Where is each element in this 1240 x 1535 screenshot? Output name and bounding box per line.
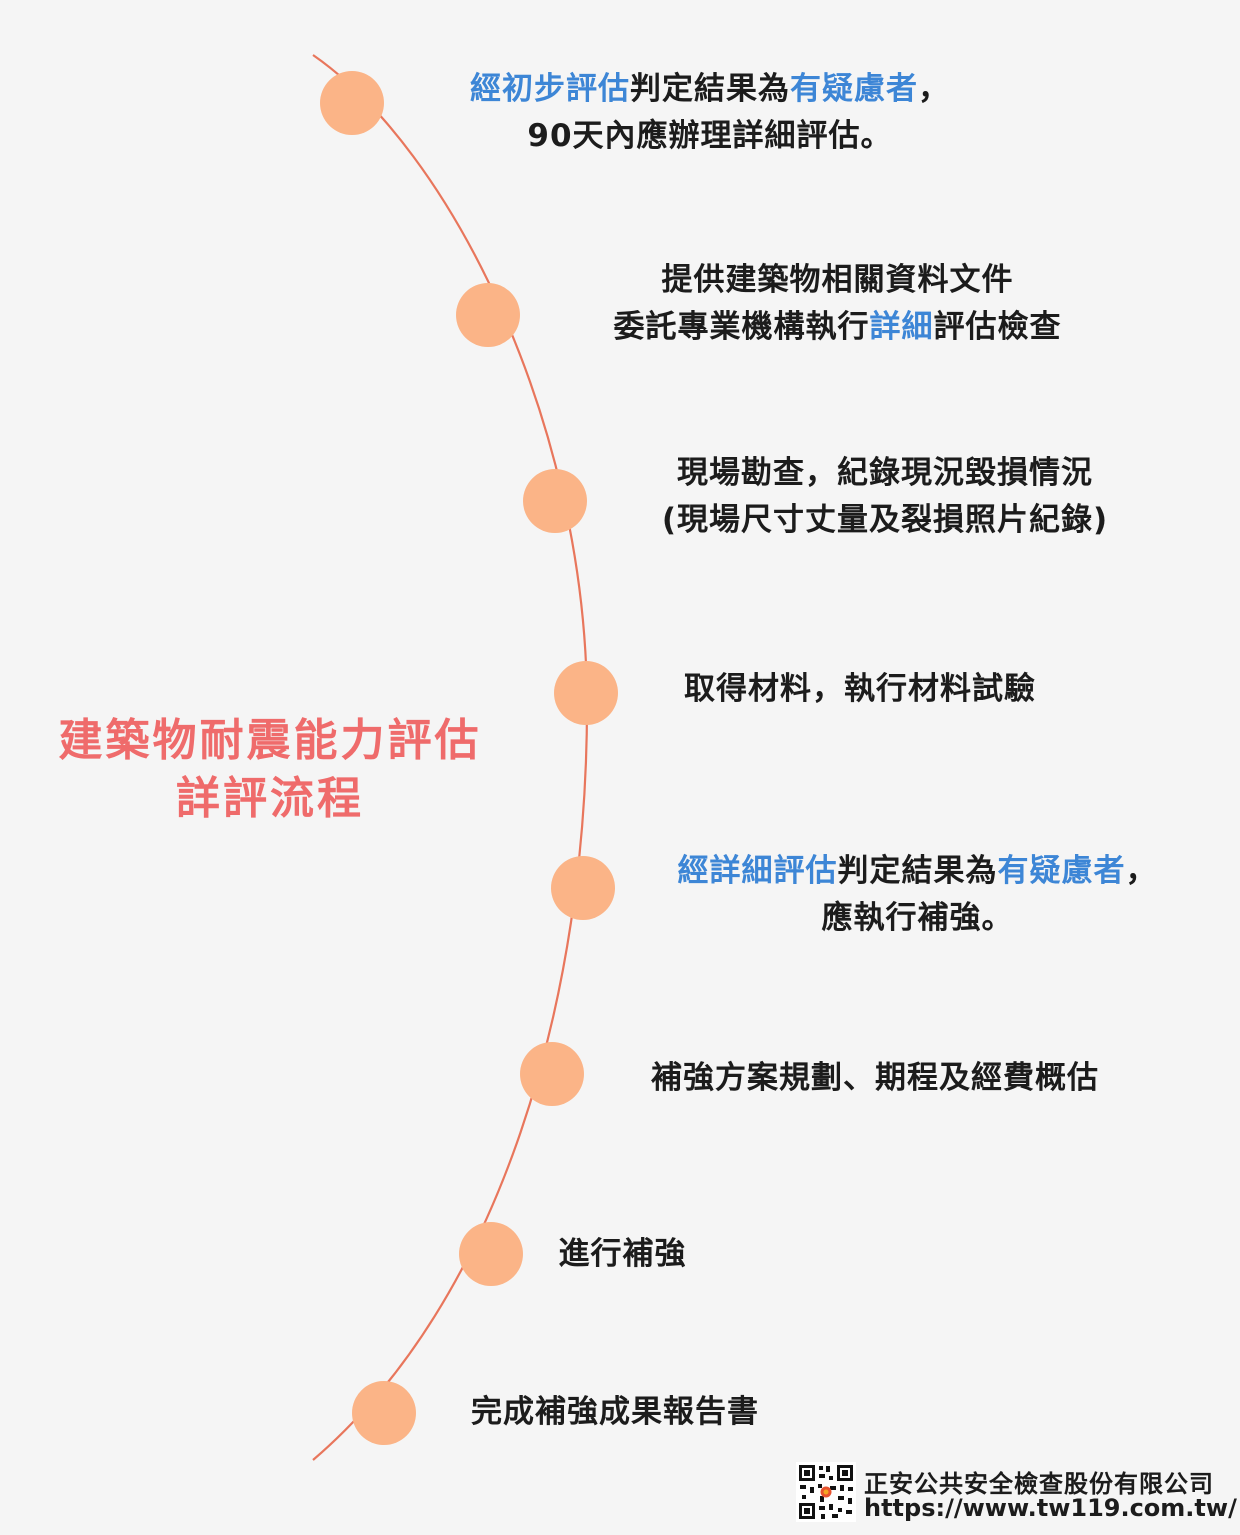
step-3-line-2: (現場尺寸丈量及裂損照片紀錄) bbox=[595, 497, 1175, 544]
highlight-text: 有疑慮者 bbox=[997, 853, 1126, 889]
step-2-text: 提供建築物相關資料文件 委託專業機構執行詳細評估檢查 bbox=[550, 257, 1125, 351]
highlight-text: 有疑慮者 bbox=[790, 71, 918, 107]
timeline-node-8 bbox=[352, 1381, 416, 1445]
step-1-line-2: 90天內應辦理詳細評估。 bbox=[400, 113, 1020, 160]
timeline-node-4 bbox=[554, 661, 618, 725]
step-3-text: 現場勘查，紀錄現況毀損情況 (現場尺寸丈量及裂損照片紀錄) bbox=[595, 450, 1175, 544]
timeline-node-2 bbox=[456, 283, 520, 347]
step-text-segment: 評估檢查 bbox=[933, 309, 1062, 345]
timeline-node-6 bbox=[520, 1042, 584, 1106]
step-text-segment: 提供建築物相關資料文件 bbox=[661, 262, 1014, 298]
step-5-line-1: 經詳細評估判定結果為有疑慮者， bbox=[630, 848, 1205, 895]
step-3-line-1: 現場勘查，紀錄現況毀損情況 bbox=[595, 450, 1175, 497]
step-4-line-1: 取得材料，執行材料試驗 bbox=[630, 666, 1090, 713]
timeline-node-1 bbox=[320, 71, 384, 135]
timeline-node-3 bbox=[523, 469, 587, 533]
timeline-node-7 bbox=[459, 1222, 523, 1286]
step-text-segment: 委託專業機構執行 bbox=[613, 309, 870, 345]
company-url[interactable]: https://www.tw119.com.tw/ bbox=[864, 1494, 1237, 1522]
step-text-segment: 應執行補強。 bbox=[821, 900, 1014, 936]
step-6-line-1: 補強方案規劃、期程及經費概估 bbox=[600, 1055, 1150, 1102]
highlight-text: 經初步評估 bbox=[470, 71, 630, 107]
step-6-text: 補強方案規劃、期程及經費概估 bbox=[600, 1055, 1150, 1102]
highlight-text: 詳細 bbox=[869, 309, 934, 345]
qr-code-icon[interactable] bbox=[796, 1462, 856, 1522]
step-text-segment: (現場尺寸丈量及裂損照片紀錄) bbox=[661, 502, 1109, 538]
step-text-segment: ， bbox=[918, 71, 950, 107]
title-line-2: 詳評流程 bbox=[176, 773, 364, 824]
step-4-text: 取得材料，執行材料試驗 bbox=[630, 666, 1090, 713]
step-7-line-1: 進行補強 bbox=[540, 1231, 705, 1278]
step-text-segment: ， bbox=[1125, 853, 1158, 889]
step-2-line-2: 委託專業機構執行詳細評估檢查 bbox=[550, 304, 1125, 351]
step-5-text: 經詳細評估判定結果為有疑慮者， 應執行補強。 bbox=[630, 848, 1205, 942]
step-text-segment: 完成補強成果報告書 bbox=[471, 1394, 759, 1430]
step-text-segment: 現場勘查，紀錄現況毀損情況 bbox=[677, 455, 1093, 491]
step-8-line-1: 完成補強成果報告書 bbox=[435, 1389, 795, 1436]
step-text-segment: 補強方案規劃、期程及經費概估 bbox=[651, 1060, 1099, 1096]
highlight-text: 經詳細評估 bbox=[677, 853, 838, 889]
step-2-line-1: 提供建築物相關資料文件 bbox=[550, 257, 1125, 304]
step-1-line-1: 經初步評估判定結果為有疑慮者， bbox=[400, 66, 1020, 113]
step-text-segment: 判定結果為 bbox=[630, 71, 790, 107]
company-name: 正安公共安全檢查股份有限公司 bbox=[864, 1470, 1214, 1498]
step-text-segment: 取得材料，執行材料試驗 bbox=[684, 671, 1036, 707]
step-8-text: 完成補強成果報告書 bbox=[435, 1389, 795, 1436]
step-1-text: 經初步評估判定結果為有疑慮者， 90天內應辦理詳細評估。 bbox=[400, 66, 1020, 160]
step-7-text: 進行補強 bbox=[540, 1231, 705, 1278]
step-5-line-2: 應執行補強。 bbox=[630, 895, 1205, 942]
diagram-title: 建築物耐震能力評估 詳評流程 bbox=[20, 712, 520, 828]
step-text-segment: 進行補強 bbox=[558, 1236, 687, 1272]
step-text-segment: 90天內應辦理詳細評估。 bbox=[527, 118, 893, 154]
timeline-node-5 bbox=[551, 856, 615, 920]
footer: 正安公共安全檢查股份有限公司 https://www.tw119.com.tw/ bbox=[796, 1462, 1237, 1524]
title-line-1: 建築物耐震能力評估 bbox=[58, 715, 482, 766]
step-text-segment: 判定結果為 bbox=[837, 853, 998, 889]
